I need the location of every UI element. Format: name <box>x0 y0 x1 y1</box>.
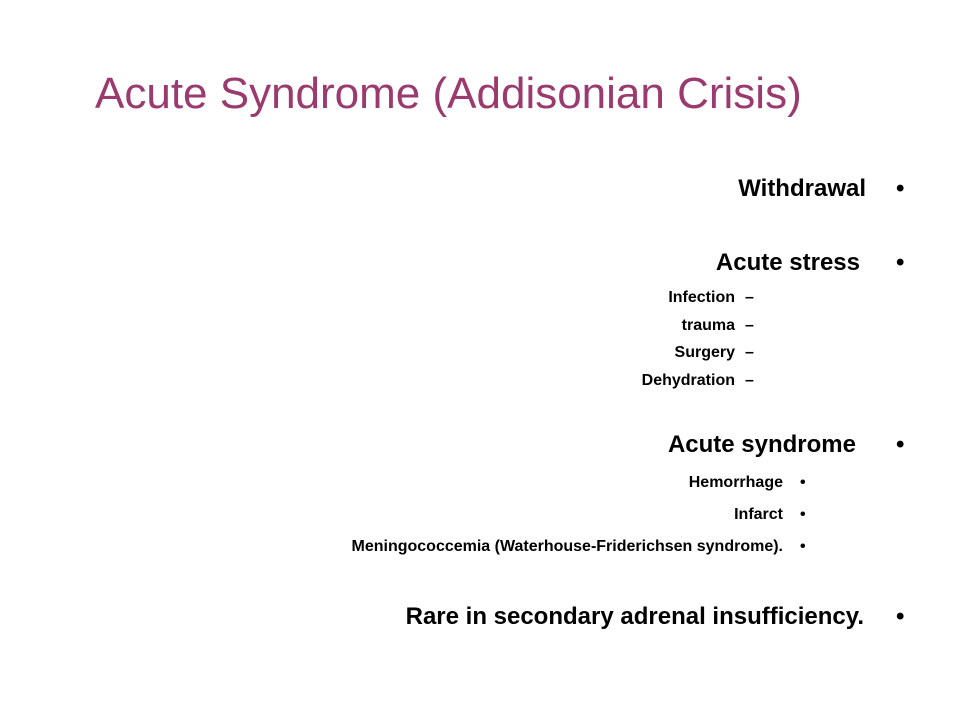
bullet-text: Rare in secondary adrenal insufficiency. <box>405 603 864 630</box>
bullet-marker: • <box>896 603 905 630</box>
bullet-marker: • <box>896 249 905 276</box>
bullet-text: Withdrawal <box>738 175 866 202</box>
sub-item-text: Infarct <box>734 506 783 523</box>
slide-title: Acute Syndrome (Addisonian Crisis) <box>95 69 802 118</box>
bullet-marker: • <box>800 474 806 491</box>
dash-marker: – <box>745 317 754 334</box>
bullet-marker: • <box>896 431 905 458</box>
sub-item-text: trauma <box>681 317 735 334</box>
sub-item-text: Hemorrhage <box>688 474 783 491</box>
sub-item-text: Dehydration <box>641 372 735 389</box>
sub-item-text: Surgery <box>674 344 735 361</box>
bullet-text: Acute stress <box>715 249 860 276</box>
dash-marker: – <box>745 372 754 389</box>
sub-item-text: Infection <box>668 289 735 306</box>
bullet-marker: • <box>800 538 806 555</box>
dash-marker: – <box>745 289 754 306</box>
bullet-marker: • <box>800 506 806 523</box>
dash-marker: – <box>745 344 754 361</box>
sub-item-text: Meningococcemia (Waterhouse-Friderichsen… <box>351 538 784 555</box>
bullet-text: Acute syndrome <box>667 431 856 458</box>
bullet-marker: • <box>896 175 905 202</box>
